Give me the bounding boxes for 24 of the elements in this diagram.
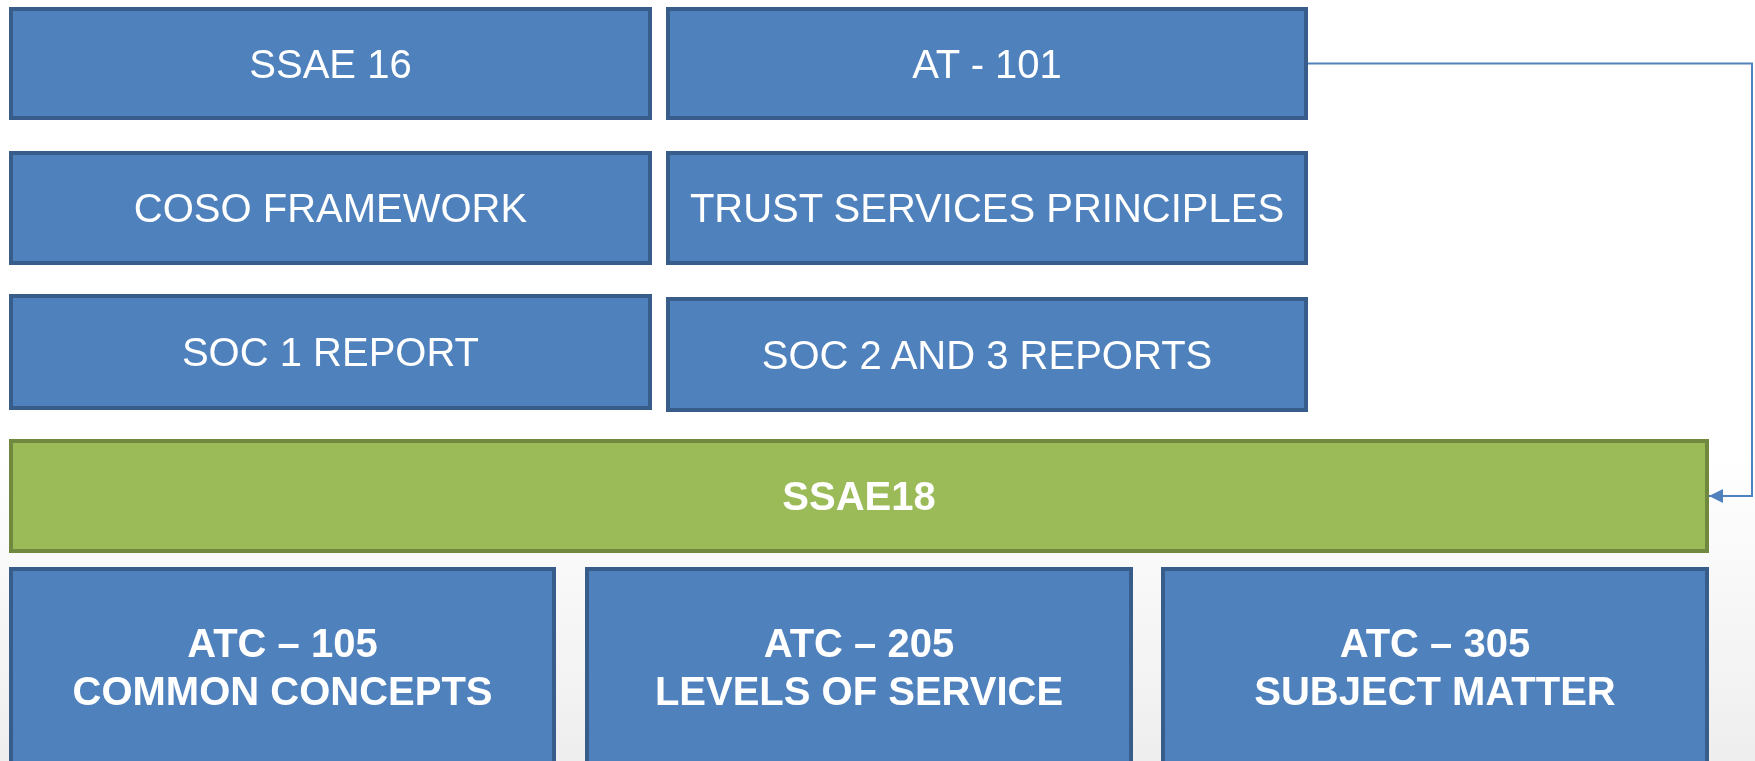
- box-label: SOC 1 REPORT: [181, 329, 480, 376]
- standard-bar: [9, 439, 1709, 553]
- box-label: COSO FRAMEWORK: [133, 185, 528, 232]
- box-label: LEVELS OF SERVICE: [654, 668, 1064, 715]
- arrow: [1307, 62, 1753, 503]
- box-label: SUBJECT MATTER: [1254, 668, 1616, 715]
- standard-box: [585, 567, 1133, 761]
- standard-box: [9, 7, 652, 120]
- standard-box: [9, 567, 556, 761]
- box-label: ATC – 105: [187, 620, 378, 667]
- standard-box: [666, 151, 1308, 265]
- standard-box: [9, 294, 652, 410]
- box-label: SOC 2 AND 3 REPORTS: [761, 331, 1213, 379]
- box-label: AT - 101: [912, 40, 1062, 88]
- standard-box: [666, 7, 1308, 120]
- standard-box: [666, 297, 1308, 412]
- standard-box: [9, 151, 652, 265]
- box-label: SSAE 16: [249, 40, 412, 88]
- box-label: TRUST SERVICES PRINCIPLES: [689, 185, 1285, 232]
- box-label: SSAE18: [782, 473, 936, 520]
- standard-box: [1161, 567, 1709, 761]
- box-label: ATC – 305: [1339, 620, 1531, 667]
- box-label: ATC – 205: [763, 620, 955, 667]
- box-label: COMMON CONCEPTS: [72, 668, 493, 715]
